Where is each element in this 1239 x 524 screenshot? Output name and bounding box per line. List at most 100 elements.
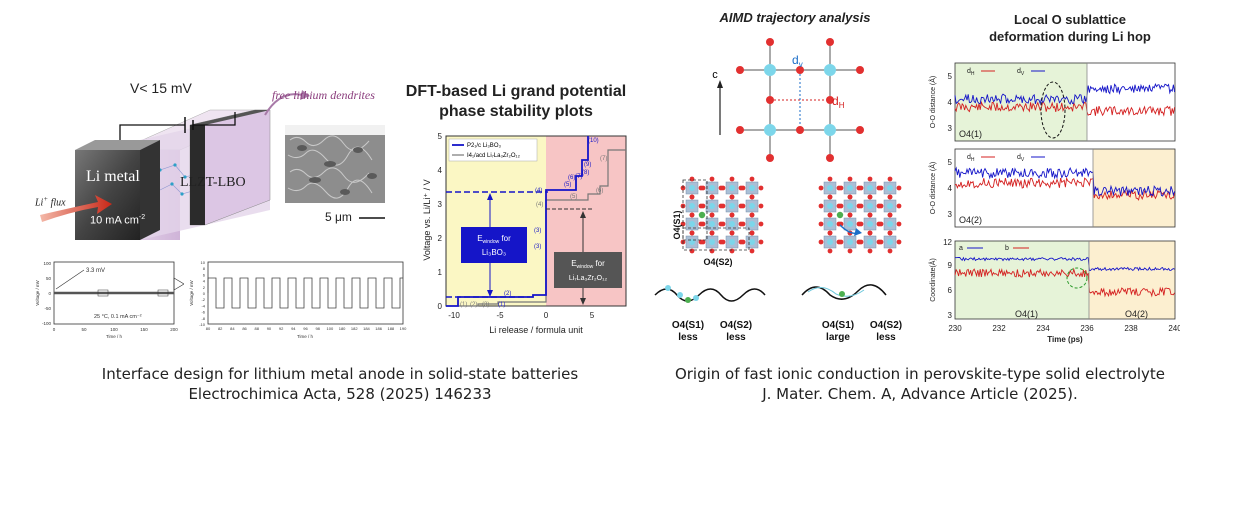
o-atom <box>827 212 833 218</box>
o-atom <box>858 185 864 191</box>
window2-material: Li₇La₃Zr₂O₁₂ <box>569 275 608 282</box>
o-atom <box>818 221 824 227</box>
o-atom <box>818 203 824 209</box>
p2-ytick: 3 <box>948 210 953 219</box>
p1-tag: O4(1) <box>959 129 982 139</box>
dft-xtick: -5 <box>496 311 504 320</box>
left-less1-label: less <box>678 332 698 343</box>
local-xlabel: Time (ps) <box>1047 335 1083 344</box>
b-site-atom <box>867 185 873 191</box>
p3-legend-a: a <box>959 245 963 252</box>
b-site-atom <box>887 221 893 227</box>
b-site-atom <box>709 203 715 209</box>
o-atom <box>867 230 873 236</box>
p2-legend-h: dH <box>967 154 975 163</box>
o-atom <box>827 176 833 182</box>
o-atom <box>709 230 715 236</box>
dft-xtick: 5 <box>590 311 595 320</box>
b-site-atom <box>847 185 853 191</box>
b-site-atom <box>867 203 873 209</box>
b-site-atom <box>749 239 755 245</box>
b-site-atom <box>709 239 715 245</box>
p2-ytick: 2 <box>203 285 206 290</box>
o-atom <box>709 248 715 254</box>
o-atom <box>867 212 873 218</box>
o-atom <box>749 230 755 236</box>
p2-xtick: 86 <box>242 326 247 331</box>
voltage-label: V< 15 mV <box>130 80 192 96</box>
o-atom <box>700 221 706 227</box>
o-atom <box>700 239 706 245</box>
o-atom <box>680 221 686 227</box>
li-atom <box>836 211 844 219</box>
xtick: 230 <box>948 324 962 333</box>
dft-title-line1: DFT-based Li grand potential <box>405 83 627 100</box>
dft-legend-llzo: I4₁/acd Li₇La₃Zr₂O₁₂ <box>467 153 521 159</box>
o-atom <box>896 239 902 245</box>
b-site-atom <box>749 203 755 209</box>
b-site-atom <box>729 185 735 191</box>
p2-xtick: 92 <box>279 326 284 331</box>
b-site-atom <box>847 239 853 245</box>
p2-ylabel: O-O distance (Å) <box>928 162 937 215</box>
o-atom <box>689 176 695 182</box>
o-atom <box>749 176 755 182</box>
dft-ytick: 3 <box>438 200 443 209</box>
p2-xtick: 180 <box>339 326 346 331</box>
dft-title: DFT-based Li grand potential phase stabi… <box>388 82 644 122</box>
o-atom <box>867 248 873 254</box>
b-site-atom <box>887 203 893 209</box>
o-atom <box>858 221 864 227</box>
p1-xtick: 100 <box>110 327 118 332</box>
li-metal-label: Li metal <box>86 168 140 185</box>
dft-ylabel: Voltage vs. Li/Li⁺ / V <box>422 179 432 260</box>
o-atom <box>867 176 873 182</box>
p2-xtick: 100 <box>327 326 334 331</box>
caption-left-citation[interactable]: Electrochimica Acta, 528 (2025) 146233 <box>188 385 492 403</box>
p2-xtick: 190 <box>400 326 407 331</box>
dft-title-line2: phase stability plots <box>439 103 593 120</box>
dft-step-label-gray: (4) <box>536 202 543 208</box>
o-atom <box>720 221 726 227</box>
dft-step-label: (3) <box>534 244 541 250</box>
p2-ytick: -8 <box>201 316 205 321</box>
p2-xtick: 90 <box>267 326 272 331</box>
caption-right: Origin of fast ionic conduction in perov… <box>640 364 1200 404</box>
aimd-lattice-top: c dv dH <box>712 38 864 162</box>
o-atom <box>709 212 715 218</box>
b-site-atom <box>729 239 735 245</box>
b-site-atom <box>887 185 893 191</box>
dft-xtick: -10 <box>448 311 460 320</box>
o-atom <box>758 239 764 245</box>
o-atom <box>689 194 695 200</box>
p1-xtick: 0 <box>53 327 56 332</box>
dft-step-label-gray: (3) <box>482 302 489 308</box>
local-title-line1: Local O sublattice <box>1014 12 1126 27</box>
p1-xtick: 50 <box>81 327 87 332</box>
dv-label: dv <box>792 53 803 69</box>
dft-ytick: 0 <box>438 302 443 311</box>
o-atom <box>878 185 884 191</box>
o-atom <box>887 248 893 254</box>
b-site-atom <box>847 203 853 209</box>
right-o4s1-label: O4(S1) <box>822 320 854 331</box>
dft-step-label: (4) <box>535 188 542 194</box>
o-atom <box>740 221 746 227</box>
p2-xtick: 184 <box>363 326 370 331</box>
caption-left-title: Interface design for lithium metal anode… <box>101 365 579 383</box>
o-atom <box>838 203 844 209</box>
b-site-atom <box>709 185 715 191</box>
dh-label: dH <box>832 94 845 110</box>
b-site-atom <box>689 185 695 191</box>
caption-right-citation[interactable]: J. Mater. Chem. A, Advance Article (2025… <box>762 385 1078 403</box>
b-site-atom <box>729 203 735 209</box>
p1-ylabel: Voltage / mV <box>35 280 40 306</box>
o-atom <box>847 194 853 200</box>
p2-xtick: 88 <box>255 326 260 331</box>
o-atom <box>729 212 735 218</box>
xtick: 236 <box>1080 324 1094 333</box>
aimd-lattice-structures: O4(S1) O4(S2) less less O4(S1) O4(S2) la… <box>654 176 902 343</box>
o-atom <box>700 203 706 209</box>
p2-xtick: 182 <box>351 326 358 331</box>
p1-ylabel: O-O distance (Å) <box>928 76 937 129</box>
